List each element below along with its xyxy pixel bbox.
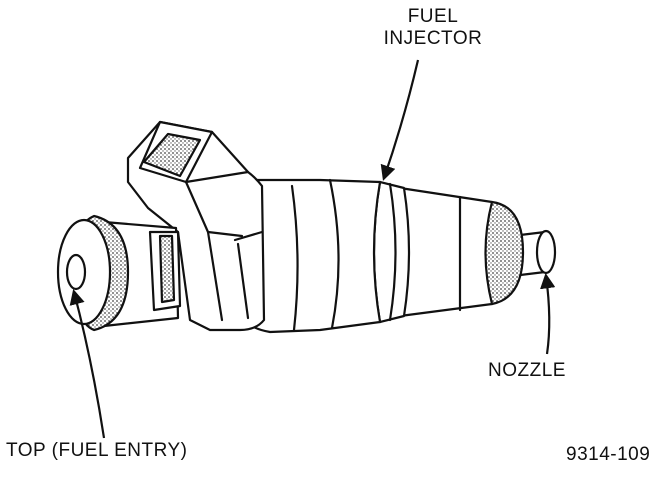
top-fuel-entry-label: TOP (FUEL ENTRY) [6, 440, 188, 461]
body-flange [372, 180, 411, 324]
fuel-entry-face [56, 218, 112, 326]
fuel-injector-label: FUEL INJECTOR [372, 6, 494, 50]
nozzle-label: NOZZLE [488, 360, 566, 381]
fuel-injector-leader [380, 59, 420, 181]
figure-number: 9314-109 [566, 444, 651, 465]
top-fuel-entry-leader [69, 289, 106, 439]
nozzle-leader [540, 272, 556, 355]
injector-label-line: INJECTOR [383, 28, 483, 49]
main-body [248, 178, 382, 334]
lower-body [398, 186, 494, 318]
electrical-connector [126, 120, 266, 332]
fuel-label-line: FUEL [407, 6, 459, 27]
